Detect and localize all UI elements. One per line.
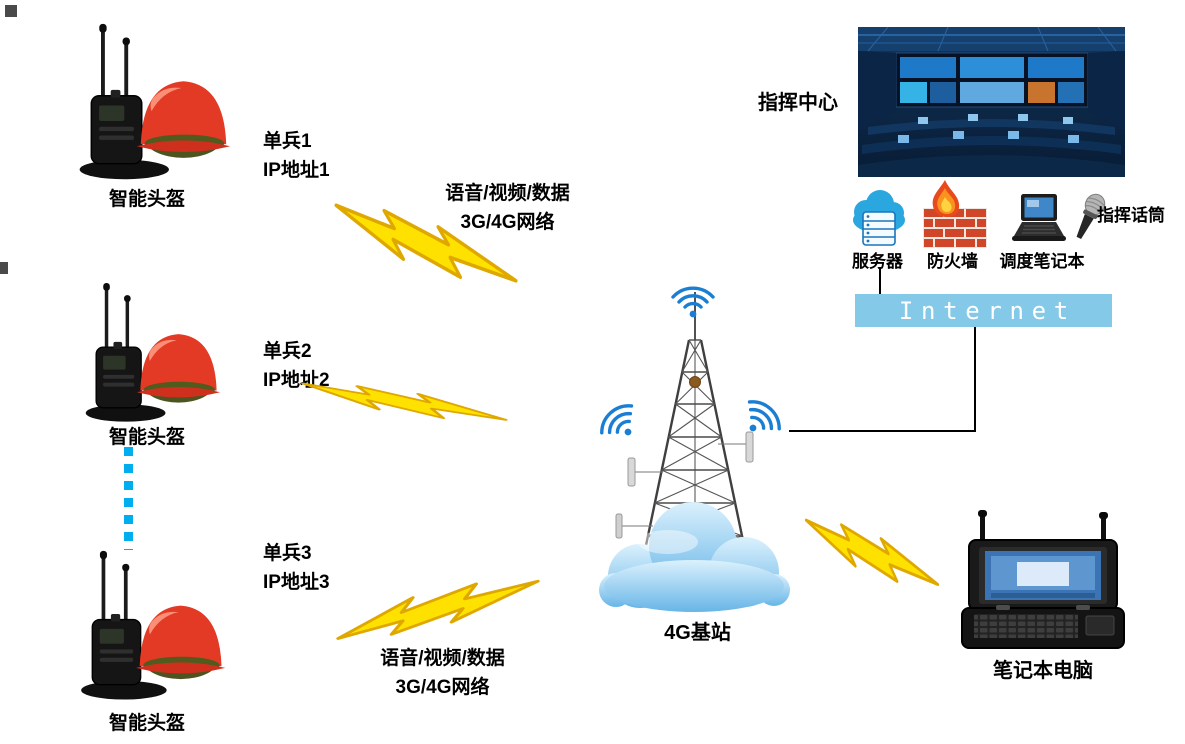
field-laptop-icon — [961, 510, 1125, 649]
soldier-3-labels: 单兵3 IP地址3 — [263, 540, 330, 597]
lightning-bolt-icon — [336, 579, 540, 641]
wifi-signal-icon — [671, 286, 715, 320]
firewall-icon — [923, 180, 987, 248]
link-top-line1: 语音/视频/数据 — [445, 183, 570, 204]
wireless-link-bottom-label: 语音/视频/数据 3G/4G网络 — [345, 645, 540, 702]
soldier-3-ip: IP地址3 — [263, 571, 330, 593]
wire-internet-down — [974, 327, 976, 432]
wire-internet-tower — [789, 430, 976, 432]
field-laptop-label: 笔记本电脑 — [993, 660, 1093, 682]
continuation-dots — [124, 447, 133, 550]
smart-helmet-icon — [78, 23, 231, 180]
microphone-icon — [1076, 193, 1106, 239]
helmet-1-label: 智能头盔 — [108, 189, 185, 210]
soldier-3-name: 单兵3 — [263, 543, 312, 564]
cloud-icon — [599, 502, 790, 612]
firewall-label: 防火墙 — [927, 252, 978, 271]
wifi-signal-icon — [598, 397, 647, 450]
link-top-line2: 3G/4G网络 — [460, 211, 555, 233]
soldier-1-ip: IP地址1 — [263, 159, 330, 181]
lightning-bolt-icon — [301, 381, 508, 422]
internet-bar: Internet — [855, 294, 1112, 327]
server-label: 服务器 — [852, 252, 903, 271]
soldier-2-name: 单兵2 — [263, 341, 312, 362]
link-bottom-line1: 语音/视频/数据 — [380, 648, 505, 669]
microphone-label: 指挥话筒 — [1097, 206, 1165, 225]
dispatch-laptop-label: 调度笔记本 — [999, 252, 1085, 271]
internet-label: Internet — [898, 296, 1076, 325]
smart-helmet-icon — [85, 283, 221, 423]
lightning-bolt-icon — [334, 203, 518, 283]
server-icon — [853, 190, 905, 246]
base-station-icon — [598, 286, 790, 612]
lightning-bolt-icon — [804, 518, 940, 587]
wire-server-internet — [879, 267, 881, 294]
image-artifact — [0, 262, 8, 274]
link-bottom-line2: 3G/4G网络 — [395, 676, 490, 698]
soldier-1-name: 单兵1 — [263, 131, 312, 152]
smart-helmet-icon — [80, 550, 226, 701]
wireless-link-top-label: 语音/视频/数据 3G/4G网络 — [410, 180, 605, 237]
command-center-photo — [858, 27, 1125, 177]
image-artifact — [5, 5, 17, 17]
soldier-1-labels: 单兵1 IP地址1 — [263, 128, 330, 185]
wifi-signal-icon — [734, 393, 787, 446]
helmet-3-label: 智能头盔 — [108, 713, 185, 734]
base-station-label: 4G基站 — [664, 622, 731, 644]
helmet-2-label: 智能头盔 — [108, 427, 185, 448]
command-center-label: 指挥中心 — [758, 92, 838, 114]
dispatch-laptop-icon — [1012, 194, 1066, 241]
